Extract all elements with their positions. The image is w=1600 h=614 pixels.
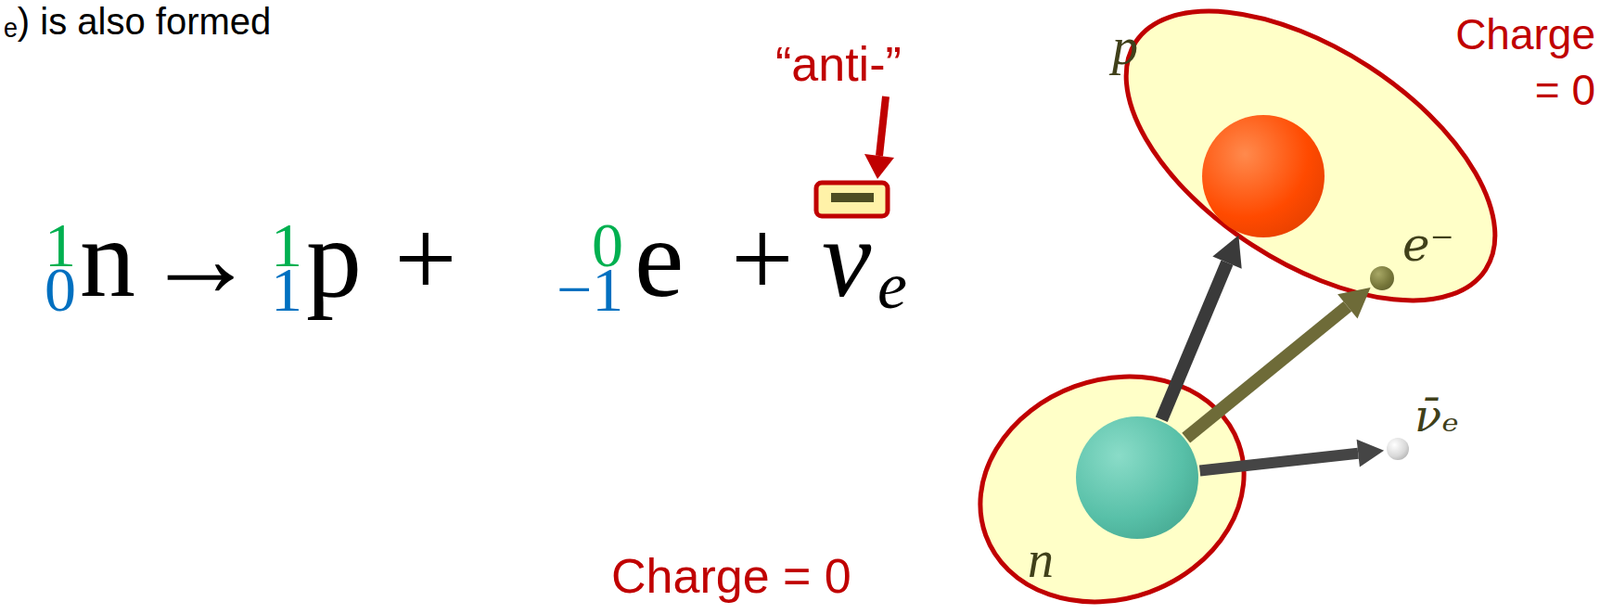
proton-circle: p xyxy=(1202,115,1325,238)
pointer-arrow-shaft xyxy=(879,96,886,156)
charge-number: −1 xyxy=(556,257,624,321)
reaction-arrow: → xyxy=(144,203,256,315)
decay-arrow xyxy=(1186,287,1371,438)
neutron-circle: n xyxy=(1075,416,1199,539)
particle-symbol: e xyxy=(634,203,684,315)
particle-symbol: n xyxy=(79,203,136,315)
arrow-head xyxy=(1337,287,1371,319)
charge-number: 1 xyxy=(270,257,303,321)
arrow-head xyxy=(1212,235,1242,269)
particle-label: ν̄ₑ xyxy=(1414,391,1460,441)
heading-fragment: ₑ) is also formed xyxy=(3,0,271,43)
particle-label: e⁻ xyxy=(1402,219,1455,271)
antineutrino-dot: ν̄ₑ xyxy=(1386,437,1409,461)
arrow-head xyxy=(1356,439,1384,468)
pointer-arrow-head xyxy=(864,153,895,180)
particle-symbol: p xyxy=(306,203,362,315)
plus-sign: + xyxy=(730,203,794,315)
callout-label: “anti-” xyxy=(775,37,902,93)
charge-region: Charge = 0pe⁻ xyxy=(1126,11,1496,301)
charge-label: Charge = 0 xyxy=(1449,7,1596,119)
particle-label: n xyxy=(1027,531,1054,589)
electron-dot: e⁻ xyxy=(1369,266,1395,291)
subscript-label: e xyxy=(877,252,908,320)
particle-label: p xyxy=(1112,18,1139,77)
plus-sign: + xyxy=(394,203,458,315)
decay-arrow xyxy=(1161,235,1242,421)
charge-number: 0 xyxy=(44,257,77,321)
region-ellipse xyxy=(947,340,1276,614)
charge-region: Charge = 0n xyxy=(980,376,1244,602)
anti-bar xyxy=(831,192,874,203)
particle-symbol: ν xyxy=(821,203,871,315)
charge-label: Charge = 0 xyxy=(611,549,852,605)
arrow-shaft xyxy=(1186,306,1348,438)
